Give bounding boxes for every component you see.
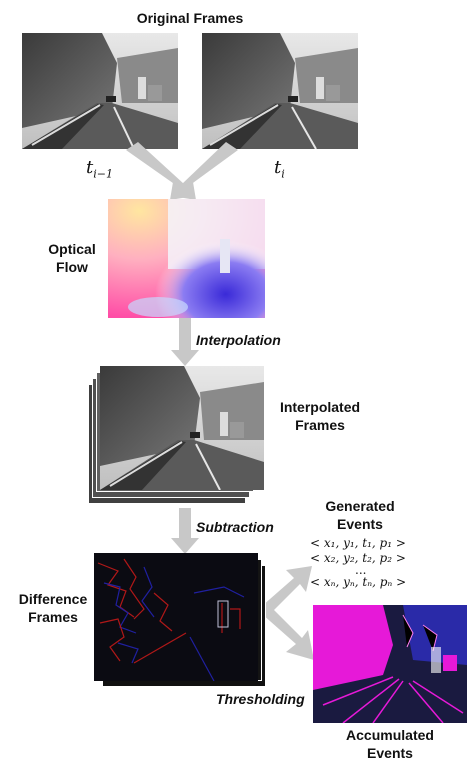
interpolated-frames-label: Interpolated Frames bbox=[279, 399, 361, 433]
arrow-to-accumulated-events bbox=[262, 604, 314, 660]
time-label-current: ti bbox=[274, 157, 285, 181]
generated-events-label: Generated Events bbox=[325, 498, 395, 532]
original-frame-previous bbox=[22, 33, 178, 149]
difference-frames-stack bbox=[94, 553, 266, 687]
original-frame-current bbox=[202, 33, 358, 149]
difference-frames-label: Difference Frames bbox=[18, 591, 88, 625]
interpolated-frame-front bbox=[100, 366, 264, 490]
optical-flow-label: Optical Flow bbox=[48, 241, 96, 275]
arrow-curr-to-flow bbox=[170, 142, 238, 200]
original-frames-title: Original Frames bbox=[136, 10, 244, 26]
event-tuple-n: < xₙ, yₙ, tₙ, pₙ > bbox=[310, 575, 407, 589]
arrow-subtraction bbox=[171, 508, 199, 554]
optical-flow-image bbox=[108, 199, 265, 318]
time-label-previous: ti−1 bbox=[86, 157, 113, 181]
event-tuple-1: < x₁, y₁, t₁, p₁ > bbox=[310, 536, 406, 550]
arrow-to-generated-events bbox=[262, 566, 312, 616]
event-ellipsis: ... bbox=[355, 563, 367, 577]
subtraction-label: Subtraction bbox=[196, 519, 274, 535]
interpolation-label: Interpolation bbox=[196, 332, 281, 348]
arrow-interpolation bbox=[171, 318, 199, 366]
accumulated-events-image bbox=[313, 605, 467, 723]
interpolated-frames-stack bbox=[88, 366, 266, 506]
thresholding-label: Thresholding bbox=[216, 691, 305, 707]
difference-frame-front bbox=[94, 553, 258, 681]
accumulated-events-label: Accumulated Events bbox=[346, 727, 434, 761]
event-tuple-2: < x₂, y₂, t₂, p₂ > bbox=[310, 551, 406, 565]
